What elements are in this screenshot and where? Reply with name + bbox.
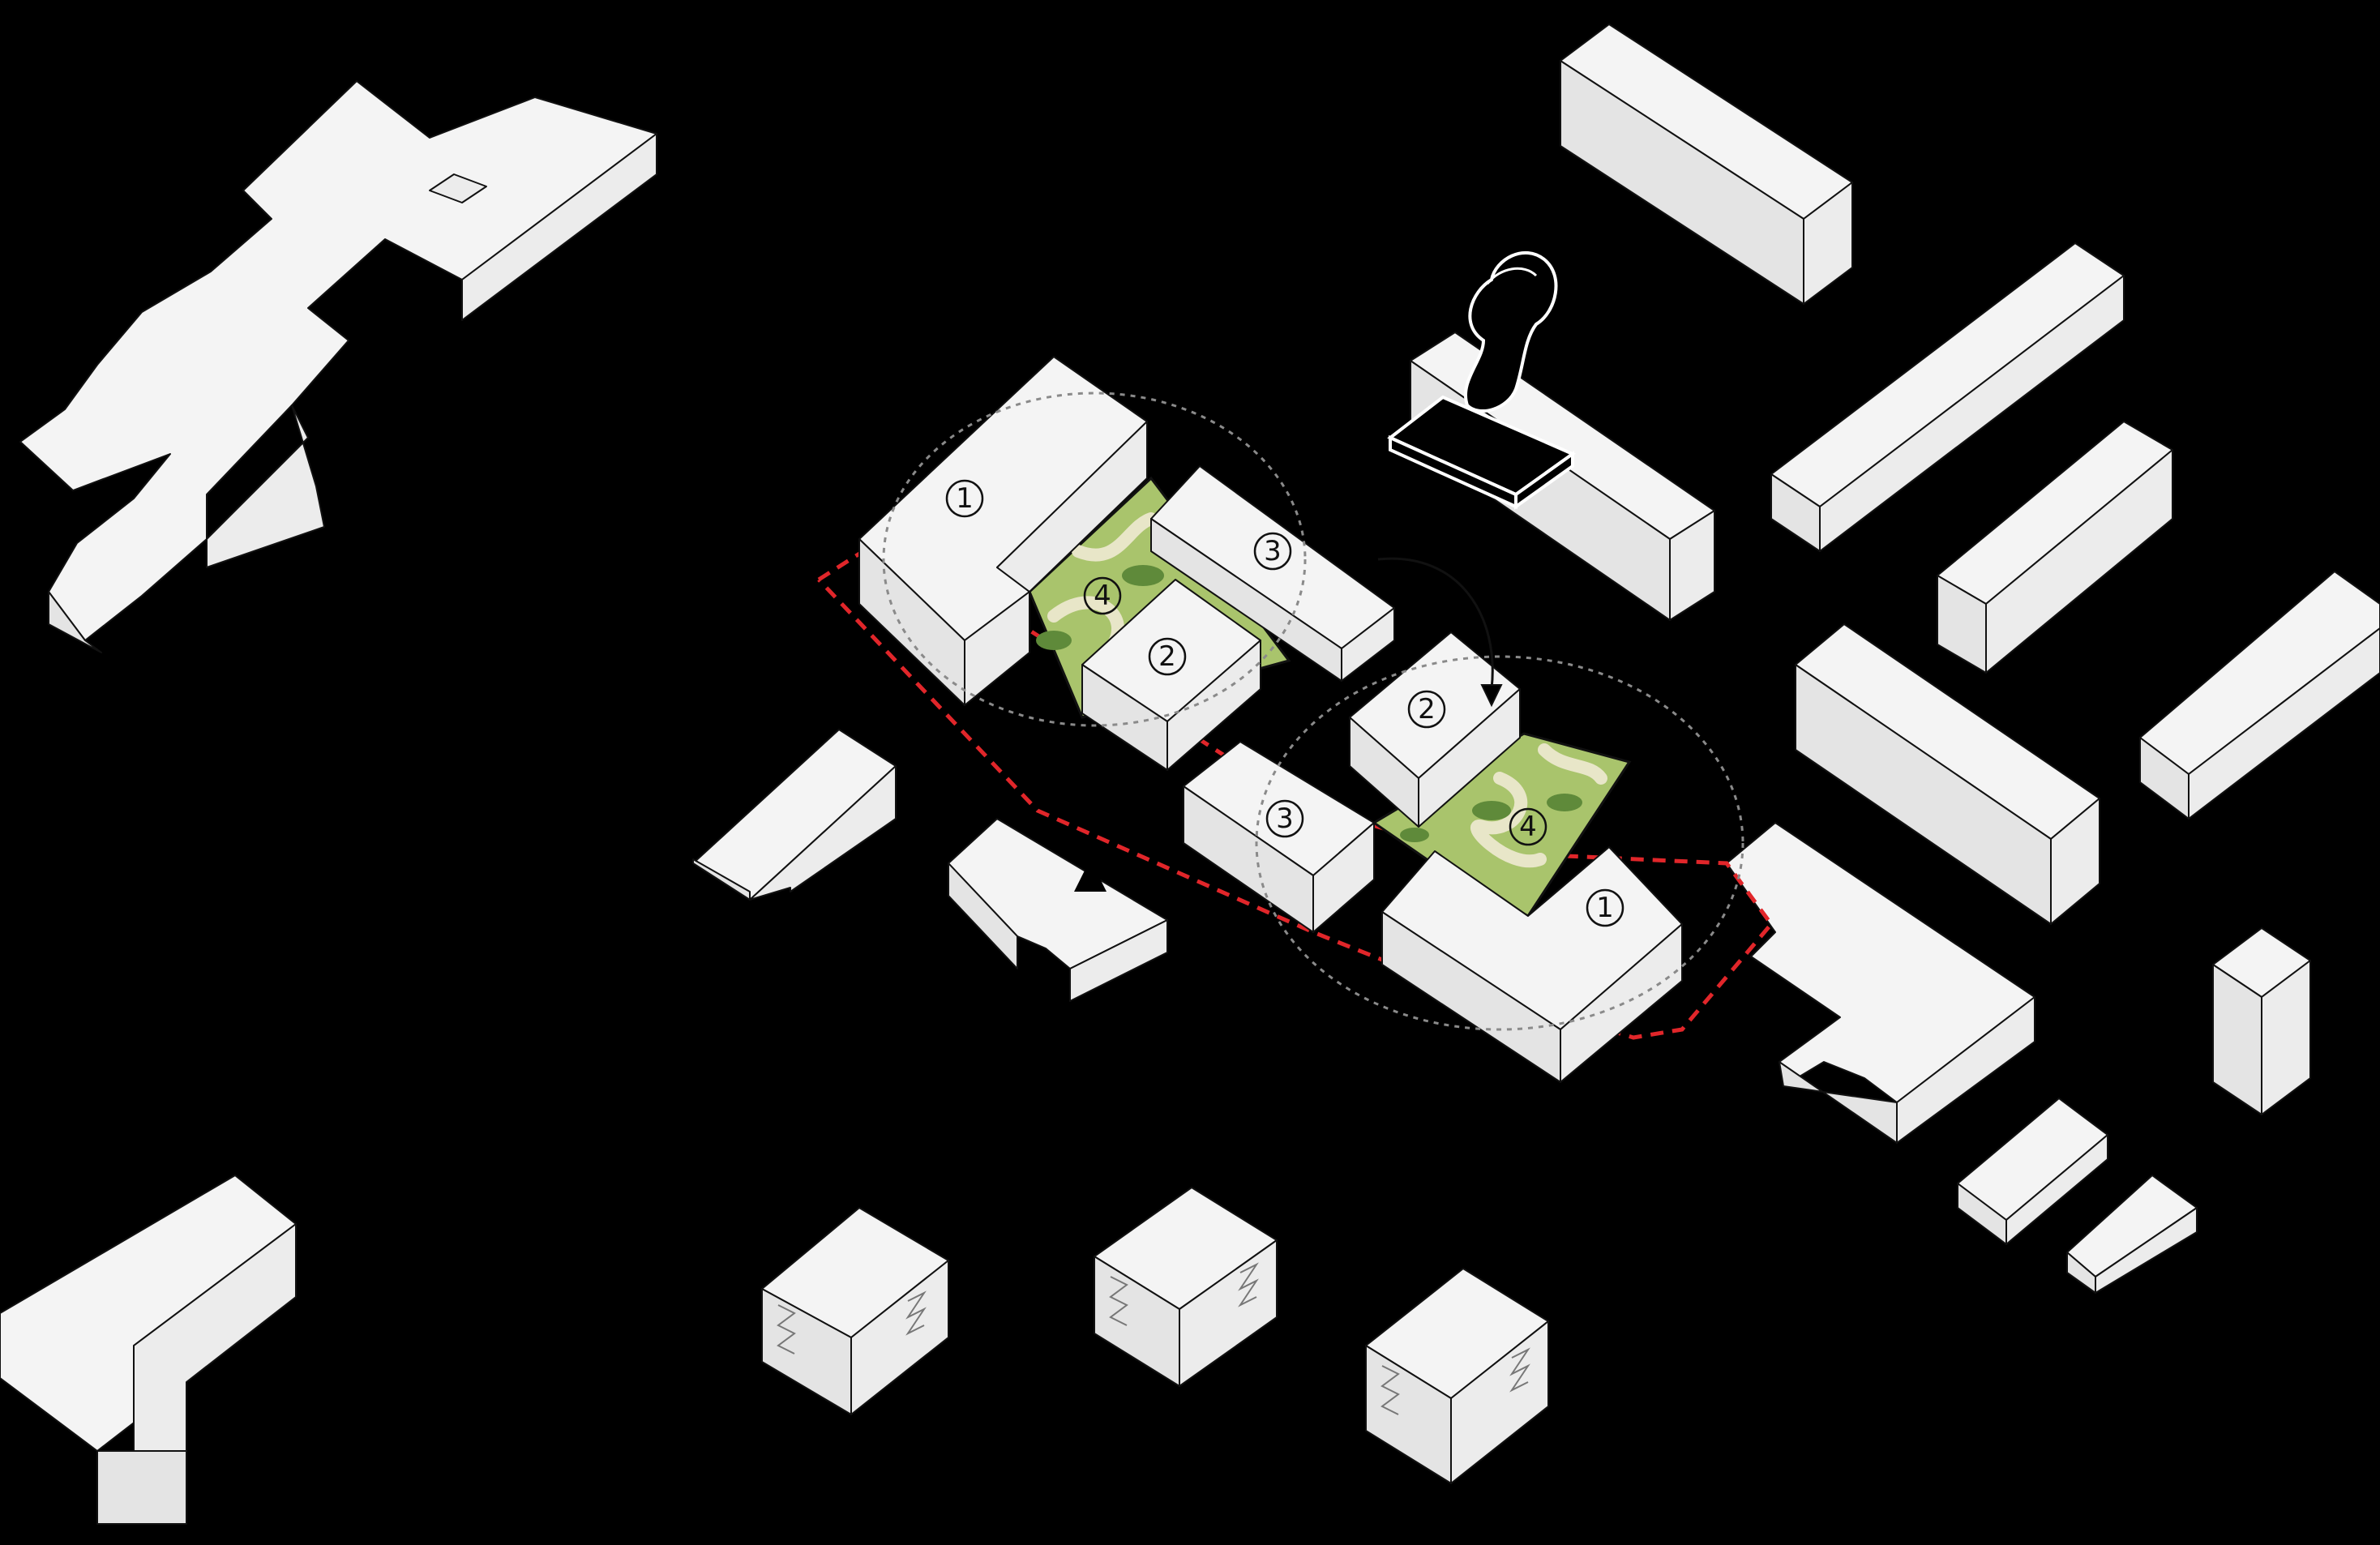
svg-text:1: 1 [956,482,974,515]
svg-text:4: 4 [1519,811,1537,843]
svg-text:4: 4 [1094,580,1111,612]
svg-text:1: 1 [1596,892,1614,924]
svg-text:3: 3 [1276,802,1294,835]
svg-text:3: 3 [1264,535,1282,567]
context-building-east-tower [2213,928,2310,1115]
svg-text:2: 2 [1158,640,1176,673]
svg-text:2: 2 [1418,693,1436,725]
